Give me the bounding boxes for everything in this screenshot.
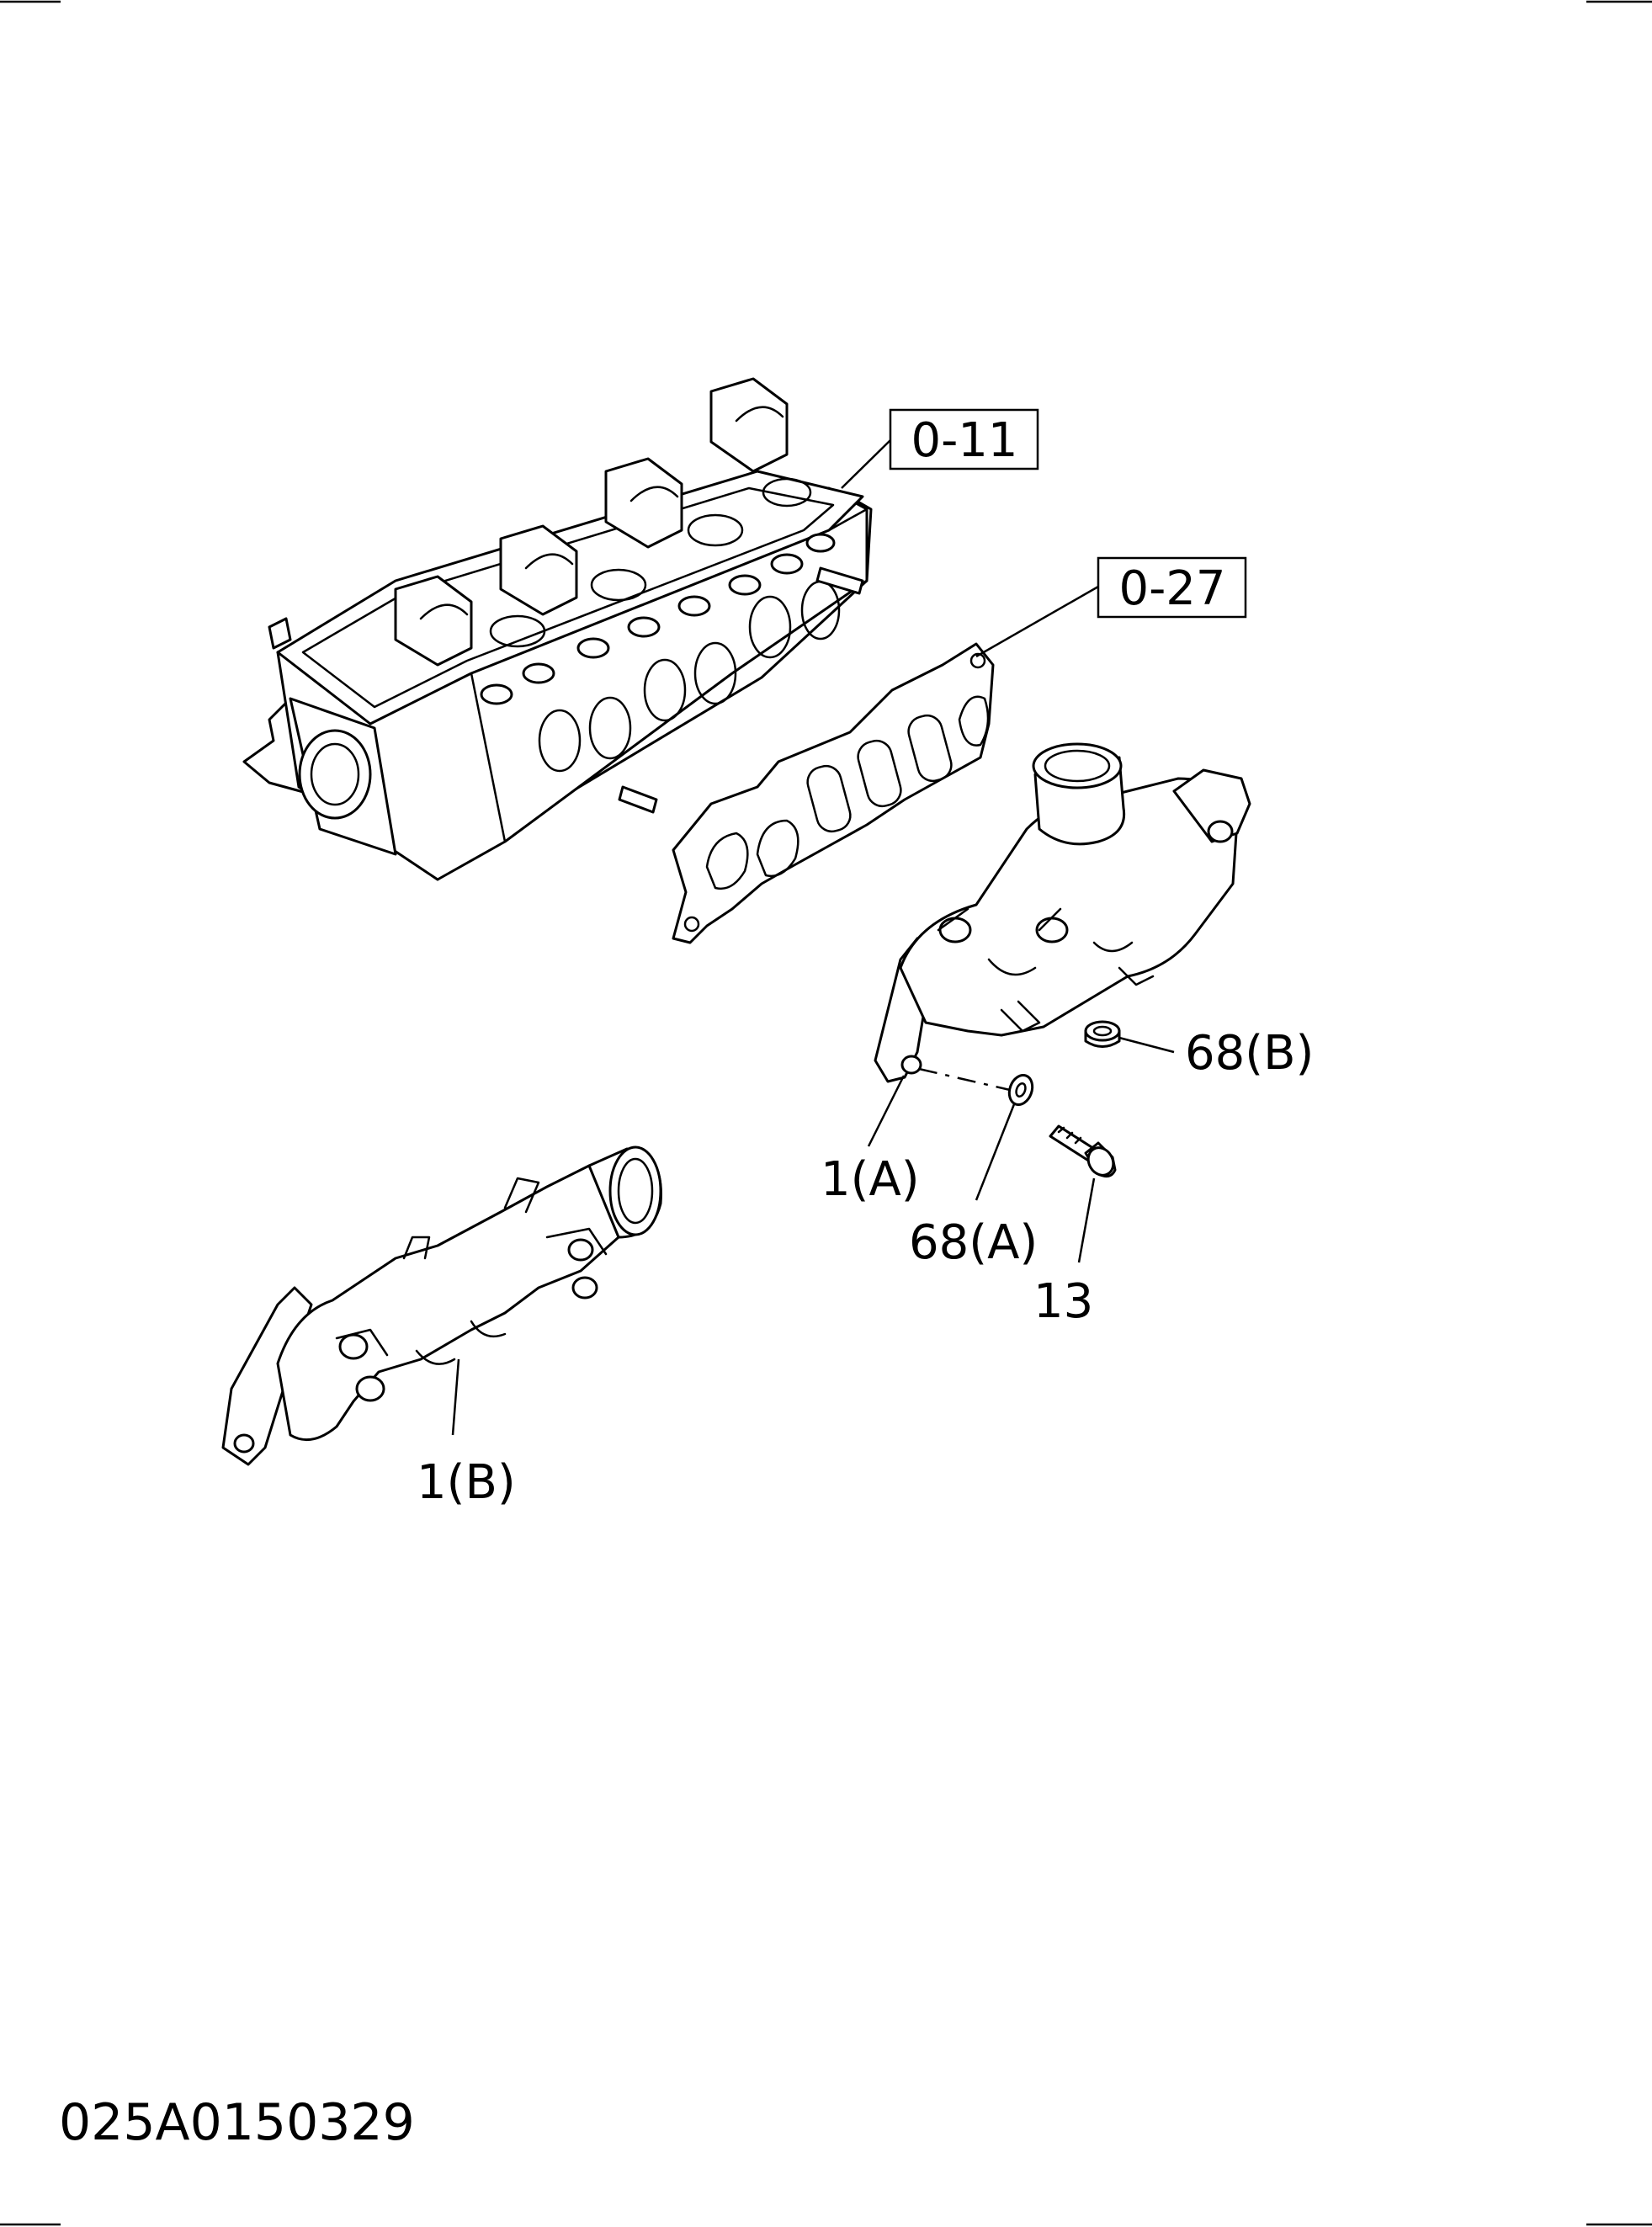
callout-1a: 1(A) [821, 1152, 920, 1207]
manifold-gasket-illustration [672, 642, 995, 944]
callout-68a: 68(A) [909, 1215, 1038, 1270]
bolt-13 [1049, 1124, 1117, 1178]
head-bolt-bosses [480, 533, 836, 705]
drawing-number: 025A0150329 [59, 2093, 415, 2152]
washer-68a [1007, 1074, 1034, 1106]
exhaust-manifold-a-illustration [874, 742, 1251, 1083]
callout-1b: 1(B) [417, 1455, 516, 1510]
ref-label-0-27: 0-27 [1118, 561, 1225, 616]
cylinder-head-illustration [242, 377, 873, 881]
gasket-port-holes [705, 695, 990, 890]
callout-13: 13 [1033, 1274, 1093, 1329]
exhaust-manifold-b-illustration [221, 1145, 662, 1466]
leader-lines [451, 439, 1175, 1436]
ref-box-0-11: 0-11 [889, 408, 1039, 470]
ring-gasket-68b [1084, 1020, 1121, 1048]
callout-68b: 68(B) [1185, 1026, 1314, 1081]
ref-box-0-27: 0-27 [1097, 556, 1247, 619]
ref-label-0-11: 0-11 [911, 413, 1017, 468]
